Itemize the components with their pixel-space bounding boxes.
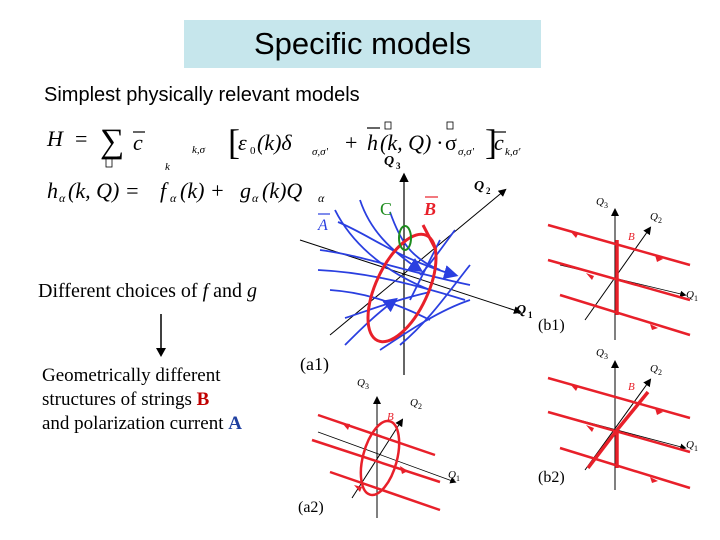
diagram-a2: Q 3 Q 2 Q 1 B (a2) — [298, 377, 460, 518]
svg-text:Q: Q — [650, 211, 658, 223]
svg-text:(k)δ: (k)δ — [257, 130, 292, 155]
svg-text:1: 1 — [528, 310, 533, 320]
svg-text:σ: σ — [445, 130, 457, 155]
svg-text:Q: Q — [448, 469, 456, 481]
svg-text:Q: Q — [357, 377, 365, 389]
svg-text:f: f — [160, 178, 169, 203]
svg-text:2: 2 — [658, 368, 662, 377]
diagram-b2: Q 3 Q 2 Q 1 B (b2) — [538, 347, 698, 490]
svg-text:h: h — [47, 178, 58, 203]
svg-text:σ,σ': σ,σ' — [312, 146, 329, 158]
svg-text:h: h — [367, 130, 378, 155]
svg-text:Q: Q — [650, 363, 658, 375]
slide-title: Specific models — [184, 20, 541, 68]
svg-text:B: B — [387, 411, 394, 423]
svg-text:ε: ε — [238, 130, 247, 155]
svg-text:k: k — [165, 161, 171, 173]
svg-text:[: [ — [228, 122, 240, 162]
svg-text:Q: Q — [474, 179, 484, 194]
svg-text:B: B — [628, 231, 635, 243]
diagram-b1: Q 3 Q 2 Q 1 B (b1) — [538, 196, 698, 340]
svg-text:∑: ∑ — [100, 123, 124, 160]
svg-text:(k) +: (k) + — [180, 178, 225, 203]
svg-text:Q: Q — [596, 196, 604, 208]
svg-text:Q: Q — [410, 397, 418, 409]
svg-text:α: α — [170, 191, 177, 205]
svg-text:=: = — [75, 126, 87, 151]
svg-text:α: α — [318, 191, 325, 205]
svg-text:(k)Q: (k)Q — [262, 178, 302, 203]
svg-text:Q: Q — [384, 154, 394, 169]
coupling-equation: h α (k, Q) = f α (k) + g α (k)Q α — [47, 178, 325, 205]
geometric-description: Geometrically different structures of st… — [42, 365, 242, 434]
svg-text:3: 3 — [604, 352, 608, 361]
svg-text:Q: Q — [516, 303, 526, 318]
svg-text:k,σ: k,σ — [192, 144, 206, 156]
svg-text:α: α — [252, 191, 259, 205]
svg-text:2: 2 — [486, 186, 491, 196]
svg-text:σ,σ': σ,σ' — [458, 146, 475, 158]
svg-text:B: B — [423, 199, 436, 219]
down-arrow-icon — [156, 314, 166, 357]
svg-text:α: α — [59, 191, 66, 205]
choices-text: Different choices of f and g — [38, 280, 258, 302]
svg-text:Q: Q — [596, 347, 604, 359]
svg-text:3: 3 — [365, 382, 369, 391]
svg-text:(b2): (b2) — [538, 469, 565, 486]
svg-text:(a1): (a1) — [300, 354, 329, 375]
svg-text:Q: Q — [686, 439, 694, 451]
diagram-a1: C B A Q 3 Q 2 Q 1 (a1) — [299, 154, 533, 375]
svg-text:1: 1 — [456, 474, 460, 483]
svg-text:A: A — [317, 217, 328, 234]
svg-text:B: B — [628, 381, 635, 393]
svg-text:C: C — [380, 199, 392, 219]
svg-text:0: 0 — [250, 145, 256, 157]
svg-text:c: c — [133, 130, 143, 155]
svg-text:(k, Q) ·: (k, Q) · — [380, 130, 442, 155]
svg-text:Q: Q — [686, 289, 694, 301]
subtitle: Simplest physically relevant models — [44, 84, 360, 106]
hamiltonian-equation: H = ∑ k c k,σ [ ε 0 (k)δ σ,σ' + h (k, Q)… — [46, 121, 521, 173]
svg-text:3: 3 — [604, 201, 608, 210]
svg-text:(a2): (a2) — [298, 499, 324, 516]
svg-text:(b1): (b1) — [538, 317, 565, 334]
svg-text:1: 1 — [694, 444, 698, 453]
svg-text:H: H — [46, 126, 64, 151]
svg-text:(k, Q) =: (k, Q) = — [68, 178, 140, 203]
svg-text:c: c — [494, 130, 504, 155]
svg-text:k,σ': k,σ' — [505, 146, 521, 158]
svg-text:g: g — [240, 178, 251, 203]
svg-text:2: 2 — [418, 402, 422, 411]
svg-text:2: 2 — [658, 216, 662, 225]
svg-text:3: 3 — [396, 161, 401, 171]
svg-text:1: 1 — [694, 294, 698, 303]
svg-text:+: + — [345, 130, 357, 155]
